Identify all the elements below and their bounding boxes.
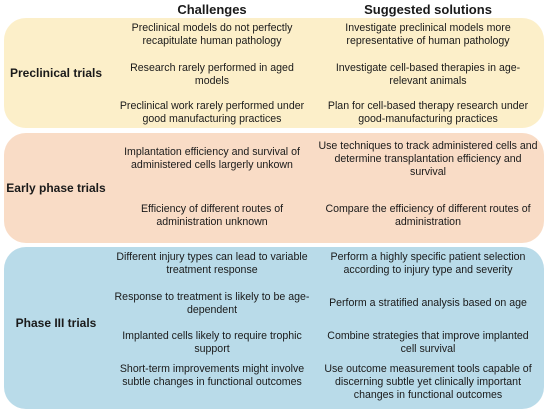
preclinical-band	[4, 18, 544, 128]
challenge-cell: Preclinical models do not perfectly reca…	[131, 22, 293, 47]
header-challenges: Challenges	[177, 2, 247, 17]
solution-cell: Plan for cell-based therapy research und…	[327, 100, 529, 125]
challenge-cell: Short-term improvements might involve su…	[119, 363, 305, 388]
challenge-cell: Implanted cells likely to require trophi…	[122, 330, 302, 355]
phase-iii-band	[4, 247, 544, 409]
solution-cell: Investigate cell-based therapies in age-…	[335, 62, 521, 87]
challenge-cell: Preclinical work rarely performed under …	[119, 100, 305, 125]
solution-cell: Perform a stratified analysis based on a…	[329, 297, 527, 309]
solution-cell: Combine strategies that improve implante…	[327, 330, 529, 355]
header-suggested-solutions: Suggested solutions	[364, 2, 492, 17]
early-phase-band	[4, 133, 544, 243]
phase-iii-label: Phase III trials	[15, 316, 97, 330]
early-phase-label: Early phase trials	[6, 181, 106, 195]
challenge-cell: Efficiency of different routes of admini…	[140, 203, 284, 228]
challenge-cell: Research rarely performed in aged models	[130, 62, 294, 87]
challenge-cell: Implantation efficiency and survival of …	[124, 146, 300, 171]
preclinical-label: Preclinical trials	[9, 66, 103, 80]
solution-cell: Compare the efficiency of different rout…	[325, 203, 531, 228]
solution-cell: Investigate preclinical models more repr…	[345, 22, 511, 47]
challenge-cell: Different injury types can lead to varia…	[116, 251, 308, 276]
solution-cell: Use outcome measurement tools capable of…	[324, 363, 532, 401]
challenge-cell: Response to treatment is likely to be ag…	[114, 291, 310, 316]
solution-cell: Perform a highly specific patient select…	[330, 251, 526, 276]
solution-cell: Use techniques to track administered cel…	[318, 140, 538, 178]
